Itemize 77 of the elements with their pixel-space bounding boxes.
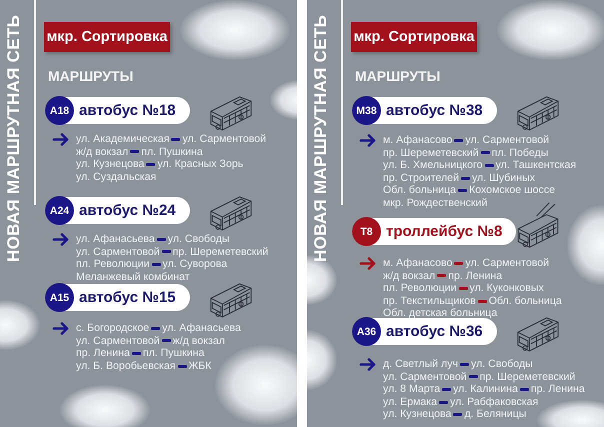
stop-name: Меланжевый комбинат: [76, 270, 190, 284]
stop-name: ул. Суворова: [162, 258, 228, 271]
district-banner: мкр. Сортировка: [351, 22, 477, 52]
stop-name: ул. Кузнецова: [383, 408, 452, 421]
section-heading: МАРШРУТЫ: [48, 68, 134, 84]
stop-name: пл. Революции: [76, 258, 150, 271]
stop-name: ул. Сарментовой: [76, 246, 160, 258]
stop-name: пр. Шереметевский: [383, 146, 479, 160]
stop-name: ул. Афанасьева: [162, 322, 241, 335]
route-name: автобус №15: [79, 289, 176, 306]
route-name: автобус №38: [386, 102, 483, 119]
stop-name: ул. Свободы: [471, 358, 533, 371]
route-pill: [352, 97, 497, 124]
route-pill: [45, 284, 190, 311]
stop-name: мкр. Рождественский: [383, 196, 488, 210]
stop-name: ул. Шубиных: [472, 172, 535, 184]
route-pill: [45, 97, 190, 124]
stop-name: пр. Шереметевский: [172, 246, 268, 258]
stop-name: пр. Шереметевский: [480, 370, 576, 384]
stop-name: ул. Сарментовой: [182, 133, 266, 146]
stop-name: пр. Ленина: [76, 347, 130, 360]
stop-name: ул. Свободы: [168, 233, 230, 246]
stop-name: ул. Калинина: [453, 383, 518, 396]
stop-name: ул. Сарментовой: [76, 334, 160, 348]
stop-name: ж/д вокзал: [172, 334, 225, 348]
stop-name: Кохомское шоссе: [469, 184, 556, 197]
stop-name: с. Богородское: [76, 322, 150, 335]
route-badge: А24: [45, 196, 74, 225]
stop-name: ул. Кузнецова: [76, 158, 144, 171]
stop-name: ЖБК: [188, 360, 212, 372]
stop-name: ул. Ермака: [383, 396, 438, 408]
stop-name: пл. Пушкина: [141, 146, 203, 158]
stop-name: ж/д вокзал: [76, 146, 128, 158]
stop-name: ул. Сарментовой: [465, 257, 550, 270]
district-banner: мкр. Сортировка: [44, 22, 170, 52]
stop-name: пл. Победы: [492, 146, 548, 160]
stop-name: пр. Ленина: [448, 270, 502, 282]
stop-name: пл. Пушкина: [142, 347, 204, 360]
stop-name: пр. Ленина: [530, 383, 585, 396]
vertical-title: НОВАЯ МАРШРУТНАЯ СЕТЬ: [4, 14, 24, 262]
stop-name: д. Беляницы: [464, 408, 526, 421]
stop-name: ж/д вокзал: [383, 270, 436, 282]
vertical-title: НОВАЯ МАРШРУТНАЯ СЕТЬ: [311, 14, 331, 262]
route-name: автобус №18: [79, 102, 176, 119]
stop-name: ул. Ташкентская: [496, 159, 576, 172]
stop-name: Обл. больница: [383, 184, 456, 197]
stop-name: Обл. больница: [488, 294, 562, 308]
route-badge: А36: [352, 317, 381, 346]
route-pill: [352, 318, 497, 345]
route-name: автобус №36: [386, 323, 483, 340]
stop-name: ул. Б. Воробьевская: [76, 360, 176, 372]
stop-name: ул. Афанасьева: [76, 233, 155, 246]
stop-name: ул. Б. Хмельницкого: [383, 159, 483, 172]
stop-name: ул. Куконковых: [470, 282, 544, 295]
route-badge: А18: [45, 96, 74, 125]
route-pill: [45, 197, 190, 224]
route-name: троллейбус №8: [386, 223, 502, 240]
stop-name: ул. Суздальская: [76, 170, 156, 184]
stop-name: ул. Красных Зорь: [157, 158, 244, 171]
route-pill: [352, 218, 516, 245]
stop-name: ул. Рабфаковская: [450, 396, 538, 408]
stop-name: ул. 8 Марта: [383, 383, 440, 396]
stop-name: м. Афанасово: [383, 134, 452, 147]
stop-name: д. Светлый луч: [383, 358, 458, 371]
stop-name: пр. Строителей: [383, 172, 459, 184]
stop-name: м. Афанасово: [383, 257, 452, 270]
route-name: автобус №24: [79, 202, 176, 219]
stop-name: Обл. детская больница: [383, 307, 498, 320]
section-heading: МАРШРУТЫ: [355, 68, 440, 84]
route-badge: Т8: [352, 217, 381, 246]
stop-name: ул. Академическая: [76, 133, 170, 146]
route-badge: М38: [352, 96, 381, 125]
stop-name: пл. Революции: [383, 282, 456, 295]
stop-name: пр. Текстильщиков: [383, 294, 476, 308]
stop-name: ул. Сарментовой: [465, 134, 550, 147]
route-badge: А15: [45, 283, 74, 312]
stop-name: ул. Сарментовой: [383, 370, 467, 384]
